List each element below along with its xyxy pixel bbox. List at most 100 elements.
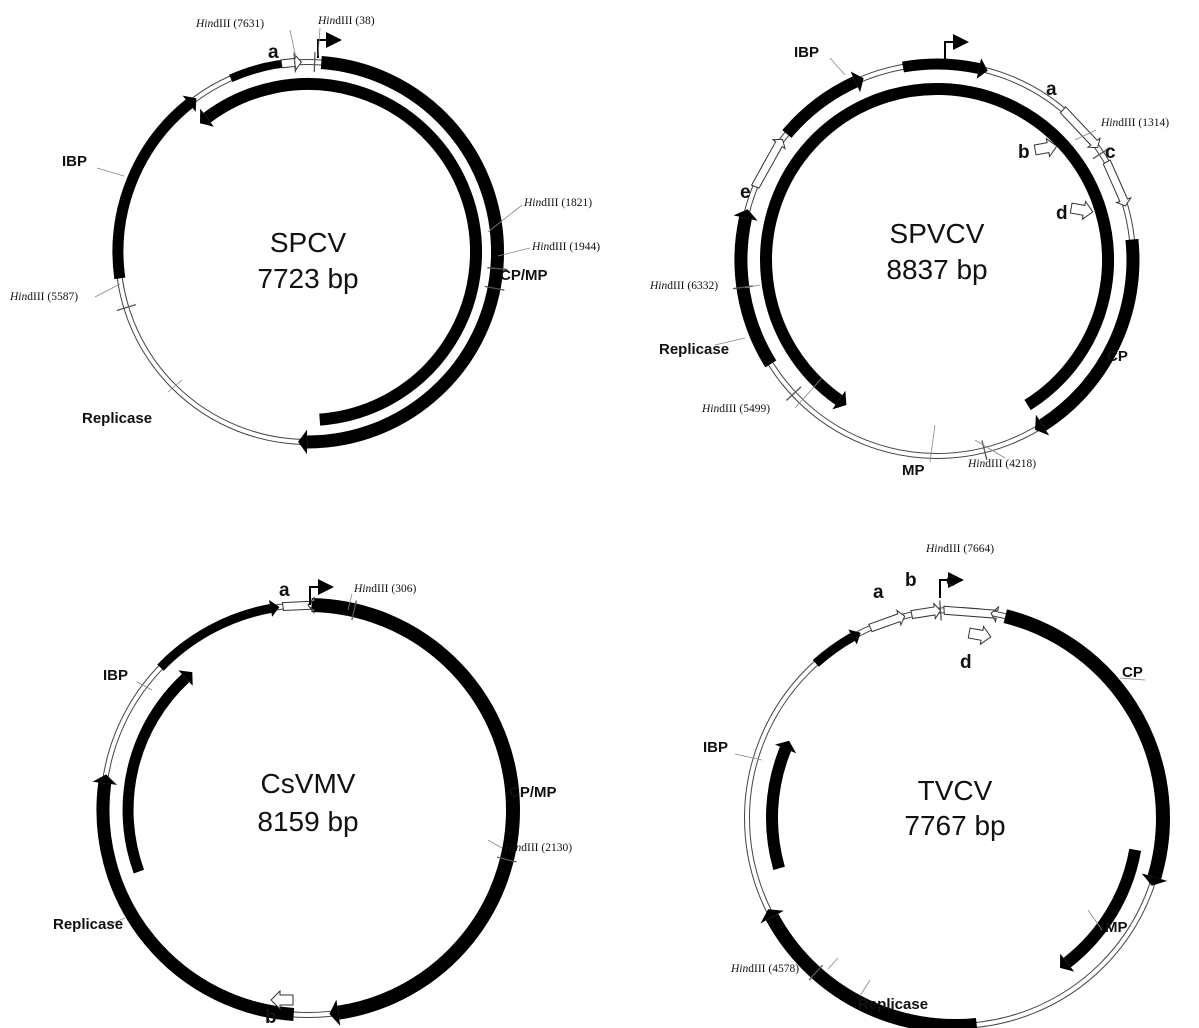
leader-line: [794, 377, 823, 409]
gene-segment-arrowhead: [976, 58, 988, 79]
hindiii-site-label: HindIII (5499): [701, 403, 770, 415]
gene-segment-arrowhead: [269, 600, 280, 617]
gene-segment: [812, 632, 855, 667]
hindiii-site-label: HindIII (1314): [1100, 117, 1169, 129]
leader-line: [317, 27, 321, 57]
genome-name: SPVCV: [890, 218, 985, 249]
orf-label-a: a: [873, 582, 884, 603]
gene-cp-arrowhead: [1141, 873, 1168, 886]
gene-label-ibp: IBP: [703, 739, 728, 756]
gene-cp-mp: [307, 56, 505, 449]
genome-size: 7723 bp: [257, 263, 358, 294]
leader-line: [487, 204, 523, 233]
gene-ibp: [782, 76, 858, 138]
gene-label-cp-mp: CP/MP: [500, 267, 548, 284]
leader-line: [859, 979, 871, 997]
hindiii-site-label: HindIII (4578): [730, 963, 799, 975]
hindiii-site-label: HindIII (7631): [195, 18, 264, 30]
gene-segment: [157, 603, 272, 671]
orf-b: [270, 989, 294, 1011]
gene-ibp-arrowhead: [775, 740, 797, 754]
orf-a: [281, 596, 315, 615]
gene-label-cp: CP: [1122, 664, 1143, 681]
leader-line: [827, 957, 839, 970]
hindiii-site: [116, 304, 137, 312]
map-spcv: SPCV 7723 bp IBP CP/MP Replicase a HindI…: [9, 15, 600, 455]
orf-label-d: d: [1056, 203, 1068, 224]
hindiii-site-label: HindIII (306): [353, 583, 416, 595]
hindiii-site-label: HindIII (6332): [649, 280, 718, 292]
leader-line: [829, 57, 846, 76]
orf-label-d: d: [960, 652, 972, 673]
leader-line: [734, 753, 763, 761]
gene-label-replicase: Replicase: [858, 996, 928, 1013]
leader-line: [167, 379, 183, 393]
orf-label-a: a: [1046, 79, 1057, 100]
hindiii-site-label: HindIII (1944): [531, 241, 600, 253]
orf-label-b: b: [905, 570, 917, 591]
gene-label-replicase: Replicase: [659, 341, 729, 358]
orf-c: [1102, 159, 1133, 207]
gene-label-ibp: IBP: [62, 153, 87, 170]
gene-ibp-arrowhead: [182, 95, 197, 112]
map-csvmv: CsVMV 8159 bp IBP CP/MP Replicase a b Hi…: [53, 579, 572, 1028]
gene-cp: [1003, 609, 1170, 880]
genome-name: SPCV: [270, 227, 347, 258]
orf-d: [967, 625, 992, 646]
orf-label-b: b: [1018, 142, 1030, 163]
hindiii-site-label: HindIII (7664): [925, 543, 994, 555]
leader-line: [1119, 677, 1146, 681]
gene-ibp: [122, 674, 190, 874]
orf-label-c: c: [946, 570, 957, 591]
gene-ibp: [112, 99, 193, 280]
gene-label-mp: MP: [902, 462, 925, 479]
leader-line: [136, 681, 153, 691]
gene-mp: [760, 82, 1115, 411]
hindiii-site: [732, 285, 753, 290]
hindiii-site: [981, 440, 988, 461]
gene-cp-mp-arrowhead: [298, 429, 308, 455]
orf-label-a: a: [268, 42, 279, 63]
orf-a: [868, 609, 906, 633]
promoter-arrow: [939, 572, 964, 598]
hindiii-site-label: HindIII (4218): [967, 458, 1036, 470]
leader-line: [107, 917, 126, 926]
promoter-arrow: [309, 579, 334, 605]
hindiii-site: [487, 267, 508, 271]
orf-b: [1033, 137, 1058, 158]
leader-line: [714, 337, 746, 346]
gene-cp: [1039, 238, 1140, 431]
hindiii-site-label: HindIII (1821): [523, 197, 592, 209]
gene-label-ibp: IBP: [103, 667, 128, 684]
hindiii-site: [939, 600, 942, 621]
leader-line: [94, 283, 121, 298]
genome-name: CsVMV: [261, 768, 356, 799]
orf-a: [1059, 106, 1101, 149]
gene-ibp-arrowhead: [850, 71, 864, 93]
orf-label-e: e: [740, 182, 751, 203]
gene-label-mp: MP: [1105, 919, 1128, 936]
hindiii-site: [484, 285, 505, 291]
leader-line: [744, 284, 761, 289]
gene-replicase-arrowhead: [733, 209, 758, 221]
orf-label-c: c: [1105, 142, 1116, 163]
gene-cp-mp-arrowhead: [329, 999, 341, 1026]
leader-line: [929, 424, 936, 463]
hindiii-site: [1092, 147, 1111, 160]
promoter-arrow: [944, 34, 969, 60]
orf-d: [1069, 200, 1094, 221]
genome-size: 8837 bp: [886, 254, 987, 285]
gene-mp-arrowhead: [832, 390, 847, 410]
map-tvcv: TVCV 7767 bp CP IBP MP Replicase a b c d…: [703, 543, 1170, 1028]
leader-line: [497, 247, 531, 257]
promoter-arrow: [317, 32, 342, 58]
map-spvcv: SPVCV 8837 bp IBP CP MP Replicase a b c …: [649, 34, 1169, 479]
leader-line: [289, 29, 297, 59]
leader-line: [1074, 129, 1097, 141]
hindiii-site: [497, 856, 517, 863]
hindiii-site: [313, 52, 316, 73]
gene-segment: [902, 58, 981, 74]
hindiii-site-label: HindIII (2130): [503, 842, 572, 854]
leader-line: [1087, 909, 1103, 931]
